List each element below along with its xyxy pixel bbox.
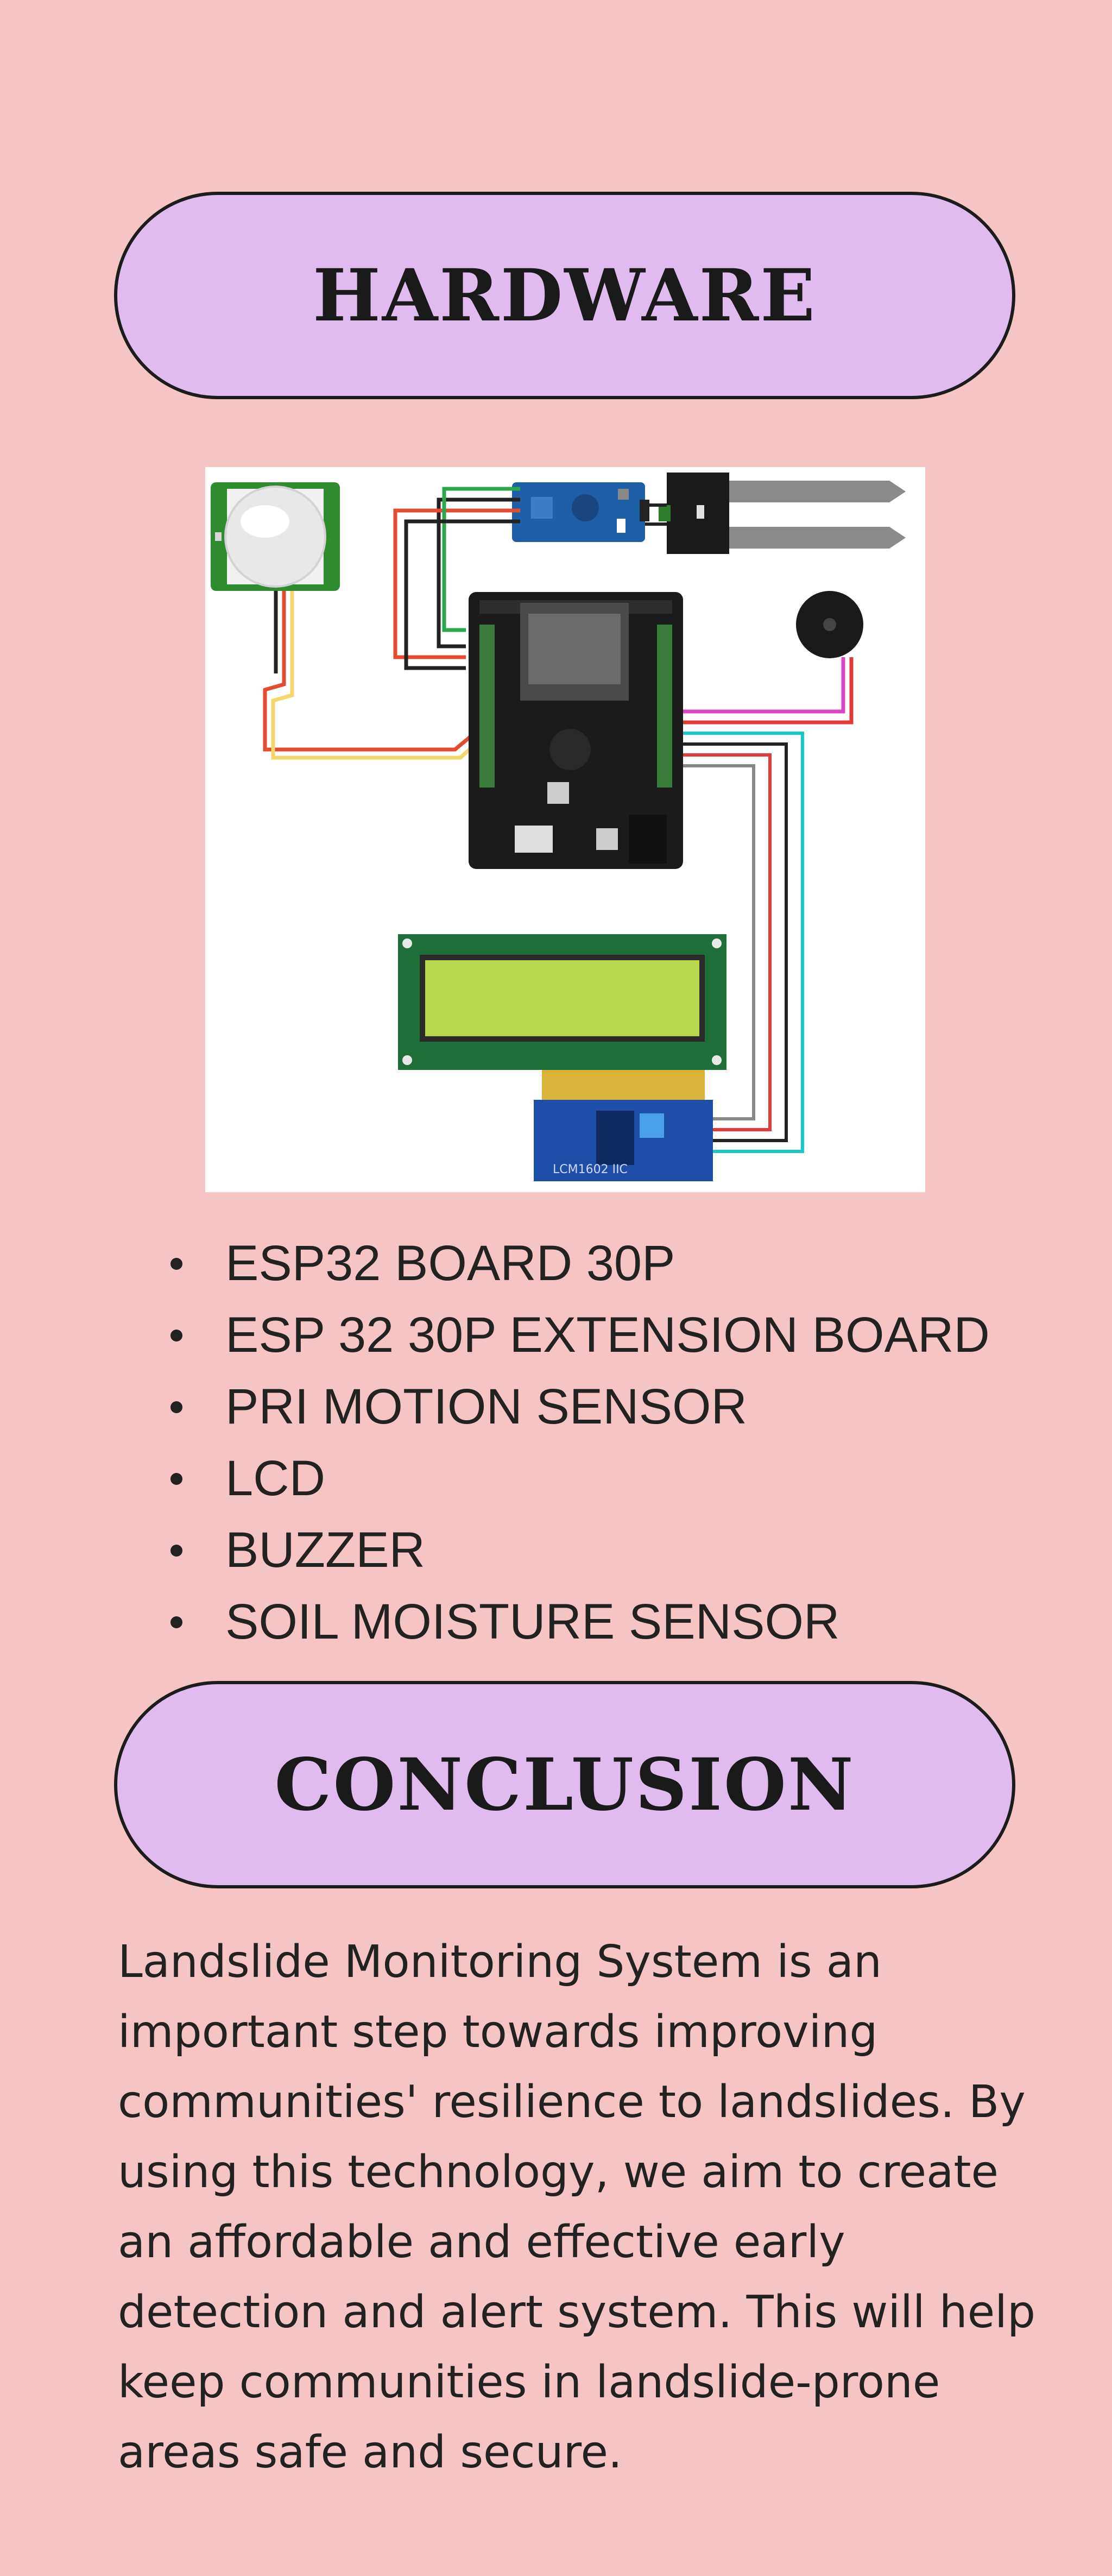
- list-item: SOIL MOISTURE SENSOR: [163, 1586, 990, 1658]
- buzzer-illustration: [796, 591, 863, 658]
- esp32-extension-board-illustration: [469, 592, 683, 869]
- i2c-module-illustration: LCM1602 IIC: [534, 1070, 713, 1181]
- list-item: ESP32 BOARD 30P: [163, 1227, 990, 1299]
- list-item: PRI MOTION SENSOR: [163, 1371, 990, 1443]
- conclusion-paragraph: Landslide Monitoring System is an import…: [118, 1936, 1036, 2478]
- list-item: ESP 32 30P EXTENSION BOARD: [163, 1299, 990, 1371]
- pir-motion-sensor-illustration: [211, 482, 340, 591]
- hardware-list: ESP32 BOARD 30P ESP 32 30P EXTENSION BOA…: [163, 1227, 990, 1658]
- list-item: LCD: [163, 1443, 990, 1514]
- hardware-wiring-diagram: LCM1602 IIC: [205, 467, 925, 1192]
- conclusion-heading-pill: CONCLUSION: [114, 1681, 1015, 1888]
- list-item: BUZZER: [163, 1514, 990, 1586]
- hardware-heading-pill: HARDWARE: [114, 192, 1015, 399]
- lcd-display-illustration: [398, 934, 726, 1070]
- conclusion-heading: CONCLUSION: [274, 1742, 855, 1827]
- soil-moisture-probe-illustration: [659, 473, 906, 554]
- moisture-sensor-module-illustration: [512, 482, 649, 542]
- i2c-module-label: LCM1602 IIC: [553, 1163, 628, 1176]
- hardware-heading: HARDWARE: [313, 253, 817, 338]
